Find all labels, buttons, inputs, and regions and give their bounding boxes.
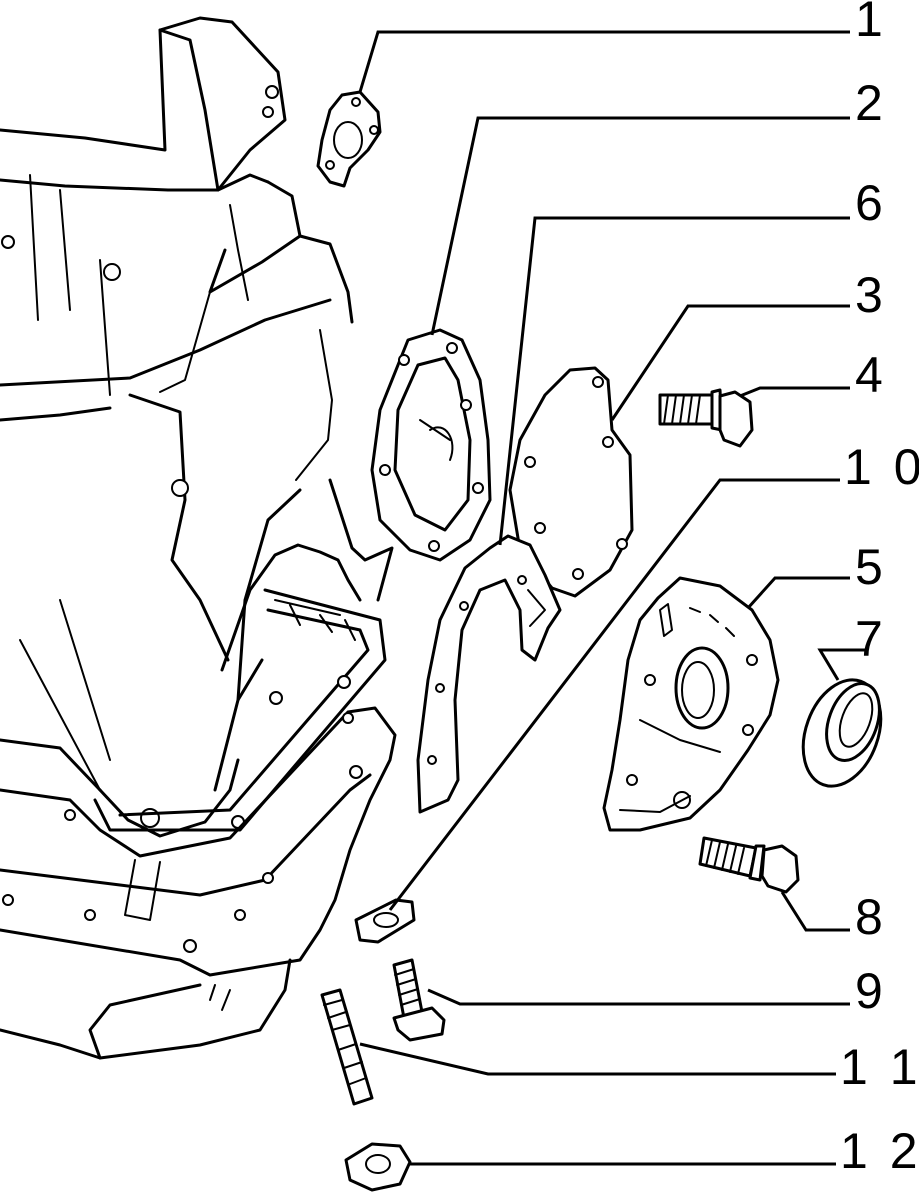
part-4-bolt [658,388,754,448]
callout-9: 9 [855,963,887,1019]
leader-6 [498,216,850,546]
leader-11 [359,1042,836,1076]
leader-10 [388,478,840,911]
part-5-seal-housing [602,576,780,832]
oil-pan [0,706,397,1060]
callout-10: 1 0 [844,439,919,495]
leader-5 [746,576,850,610]
engine-block [0,16,394,838]
callout-6: 6 [855,175,887,231]
leader-9 [427,988,850,1006]
callout-3: 3 [855,267,887,323]
part-2-cover-gasket [370,328,492,562]
leader-lines [358,30,868,1166]
part-10-washer [354,898,416,944]
oil-pan-gasket [93,588,387,832]
callout-12: 1 2 [840,1123,919,1179]
part-7-oil-seal [801,678,883,788]
part-12-hex-nut [344,1142,412,1192]
callout-5: 5 [855,539,887,595]
callout-1: 1 [855,0,887,47]
part-9-bolt [392,958,446,1042]
callout-4: 4 [855,347,887,403]
leader-7 [817,648,868,681]
callout-7: 7 [855,611,887,667]
leader-2 [430,116,850,336]
leader-1 [358,30,850,93]
part-11-stud [320,988,374,1106]
callout-2: 2 [855,75,887,131]
part-6-seal-gasket [416,534,562,814]
part-1-flange-gasket [316,90,382,188]
callout-labels: 1 2 6 3 4 1 0 5 7 8 9 1 1 1 2 [840,0,919,1179]
part-3-cover-plate [508,366,634,598]
callout-8: 8 [855,889,887,945]
leader-3 [610,304,850,421]
leader-4 [739,386,850,398]
callout-11: 1 1 [840,1039,919,1095]
leader-8 [780,891,850,932]
part-8-bolt [698,836,800,894]
